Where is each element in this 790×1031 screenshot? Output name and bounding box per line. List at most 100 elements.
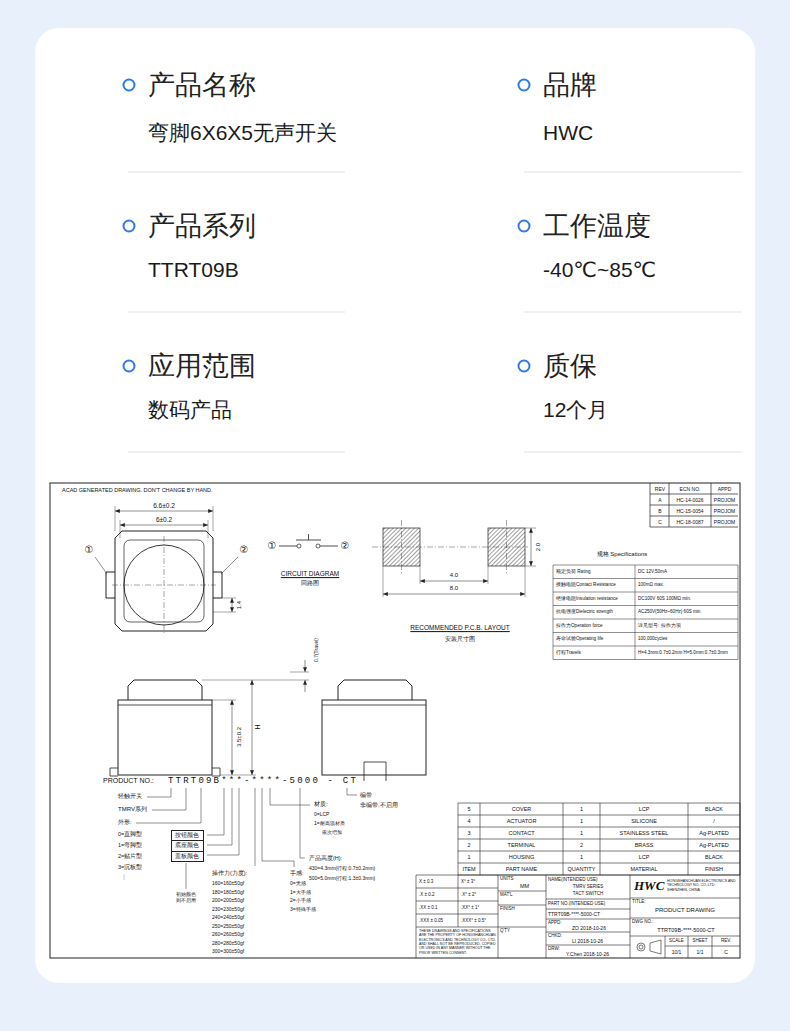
bom-cell: FINISH	[705, 866, 723, 873]
code-option: 240=240±50gf	[212, 914, 244, 920]
dimension-line	[115, 511, 213, 512]
title-block-text: PRODUCT DRAWING	[655, 907, 715, 914]
title-block-text: DRW:	[548, 946, 560, 951]
title-block-text: UNITS	[500, 876, 514, 881]
spec-cell: 100,000cycles	[638, 637, 667, 643]
code-leader-line	[136, 788, 357, 889]
tolerance-cell: .XX° ± 1°	[461, 905, 479, 910]
code-option: 230=230±50gf	[212, 906, 244, 912]
part-number: TTRT09B***-****-5000 - CT	[168, 776, 358, 787]
title-block-text: PART NO.(INTENDED USE)	[548, 901, 605, 906]
projection-symbol	[639, 945, 643, 949]
info-value: -40℃~85℃	[543, 257, 656, 282]
tolerance-cell: .X ± 0.2	[419, 892, 434, 897]
drawing-frame	[50, 483, 740, 958]
code-option: 手感:	[290, 870, 304, 877]
dimension-label: 2.0	[535, 542, 542, 552]
spec-cell: 抗电强度Dielectric strength	[556, 610, 613, 616]
code-option: 160=160±50gf	[212, 880, 244, 886]
info-value: 数码产品	[148, 397, 232, 422]
revision-table	[650, 483, 738, 527]
code-option: 2=小手感	[290, 897, 311, 903]
bom-cell: 5	[467, 806, 470, 813]
title-block-text: Q'TY	[500, 928, 510, 933]
spec-cell: 100mΩ max.	[638, 583, 664, 589]
code-option: 0=无感	[290, 880, 306, 886]
code-option: 依次增加	[322, 829, 342, 835]
dimension-label: 3.5±0.2	[236, 726, 243, 748]
info-value: 弯脚6X6X5无声开关	[148, 120, 337, 145]
bom-cell: 1	[580, 818, 583, 825]
box-label: 按钮颜色	[175, 832, 200, 839]
info-heading: 应用范围	[148, 350, 256, 382]
bom-cell: 1	[580, 806, 583, 813]
switch-cap-front	[128, 680, 202, 700]
revision-cell: PROJOM	[714, 497, 735, 503]
bom-cell: CONTACT	[508, 830, 534, 837]
bom-cell: Ag-PLATED	[699, 830, 729, 837]
bullet-ring	[519, 221, 530, 232]
code-option: 3=特殊手感	[290, 906, 316, 912]
title-block-text: CHKD:	[548, 933, 562, 938]
code-option: 材质:	[314, 801, 328, 808]
code-option: 430=4.3mm(行程:0.7±0.2mm)	[309, 865, 375, 871]
switch-contact	[297, 544, 301, 548]
spec-cell: 寿命试验Operating life	[556, 637, 603, 643]
code-option: 300=300±50gf	[212, 948, 244, 954]
extension-line	[202, 672, 309, 775]
tolerance-cell: .X° ± 2°	[461, 892, 476, 897]
dimension-line	[120, 525, 208, 526]
dimension-label: 6±0.2	[155, 516, 173, 524]
info-heading: 产品名称	[148, 69, 256, 101]
title-block-text: TTRT09B-****-5000-CT	[657, 927, 714, 934]
callout-number: ②	[240, 544, 249, 556]
revision-cell: A	[658, 497, 661, 503]
revision-cell: REV	[655, 486, 665, 492]
center-line	[372, 520, 528, 574]
title-block-text: APPD:	[548, 920, 562, 925]
dimension-line	[383, 594, 525, 595]
switch-contact	[316, 544, 320, 548]
title-block-text: TTRT09B-****-5000-CT	[548, 911, 600, 917]
bom-cell: TERMINAL	[508, 842, 536, 849]
extension-line	[383, 528, 536, 597]
dimension-line	[232, 700, 233, 775]
spec-table	[553, 565, 738, 660]
title-block-text: TMRV SERIES	[573, 884, 603, 889]
code-option: 编带	[360, 792, 372, 799]
title-block-text: REV.	[721, 938, 731, 943]
title-block-text: HONGSHANCHUAN ELECTRONICS AND TECHNOLOGY…	[667, 879, 737, 892]
dimension-label: 1.4	[236, 600, 243, 610]
code-option: 1=耐高温材质	[314, 820, 345, 826]
bom-cell: 1	[580, 854, 583, 861]
code-option: 产品高度(H):	[309, 855, 342, 862]
pin-number: ①	[268, 540, 277, 552]
dimension-label: H	[254, 723, 262, 730]
code-option: 初始颜色 则不启用	[174, 891, 198, 903]
part-number: PRODUCT NO.:	[103, 777, 154, 785]
code-option: 非编带,不启用	[360, 802, 398, 809]
title-block-text: Y.Chen 2018-10-26	[566, 951, 609, 957]
revision-cell: PROJOM	[714, 508, 735, 514]
drawing-note: ACAD GENERATED DRAWING. DON'T CHANGE BY …	[62, 487, 213, 494]
revision-cell: PROJOM	[714, 519, 735, 525]
box-label: 底座颜色	[175, 842, 200, 849]
spec-cell: 绝缘电阻Insulation resistance	[556, 596, 618, 602]
title-block-note: THESE DRAWINGS AND SPECIFICATIONS ARE TH…	[419, 929, 496, 955]
projection-symbol	[650, 940, 661, 954]
code-option: ⋮	[121, 874, 127, 881]
color-option-box: 盖板颜色	[171, 851, 204, 862]
tolerance-cell: X° ± 3°	[461, 879, 475, 884]
spec-cell: 详见型号: 操作力项	[638, 623, 681, 629]
title-block-text: SHEET	[692, 938, 707, 943]
company-logo: HWC	[634, 878, 664, 894]
title-block-text: TACT SWITCH	[573, 891, 603, 896]
switch-housing-front	[118, 700, 212, 775]
dimension-line	[531, 528, 532, 566]
callout-number: ①	[85, 544, 94, 556]
code-option: 操作力(力度):	[212, 870, 247, 877]
